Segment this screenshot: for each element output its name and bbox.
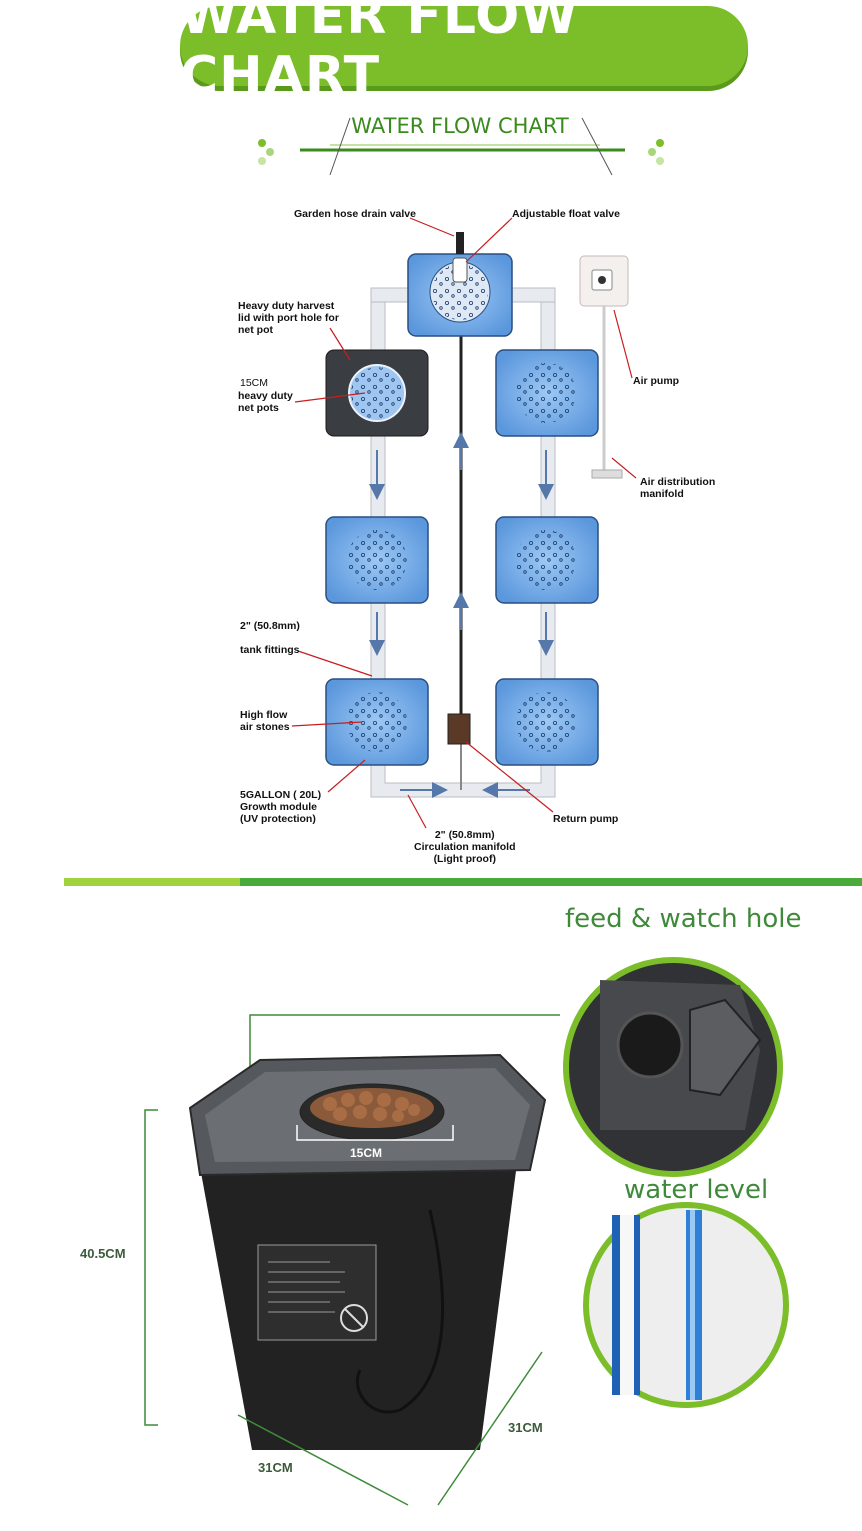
label-float-valve: Adjustable float valve — [512, 208, 620, 220]
label-circulation-manifold: 2" (50.8mm) Circulation manifold (Light … — [414, 829, 516, 865]
width-side-dimension: 31CM — [508, 1420, 543, 1435]
feed-hole-label: feed & watch hole — [565, 904, 802, 934]
label-air-stones: High flow air stones — [240, 709, 290, 733]
label-air-manifold: Air distribution manifold — [640, 476, 716, 500]
label-net-pots-size: 15CM — [240, 377, 269, 389]
height-dimension: 40.5CM — [80, 1246, 126, 1261]
label-air-pump: Air pump — [633, 375, 680, 387]
growth-modules — [325, 349, 599, 766]
label-net-pots: heavy duty net pots — [238, 390, 293, 414]
label-harvest-lid: Heavy duty harvest lid with port hole fo… — [238, 300, 339, 336]
label-fitting-size: 2" (50.8mm) — [240, 620, 300, 632]
label-drain-valve: Garden hose drain valve — [294, 208, 416, 220]
title-banner: WATER FLOW CHART — [180, 0, 748, 106]
feed-hole-detail — [563, 957, 783, 1177]
label-tank-fittings: tank fittings — [240, 644, 300, 656]
water-level-detail — [583, 1202, 789, 1408]
width-front-dimension: 31CM — [258, 1460, 293, 1475]
harvest-lid-module — [325, 349, 429, 437]
pot-diameter-label: 15CM — [350, 1146, 383, 1160]
water-level-label: water level — [624, 1175, 769, 1205]
banner-title: WATER FLOW CHART — [180, 0, 579, 106]
label-growth-module: 5GALLON ( 20L) Growth module (UV protect… — [240, 789, 322, 825]
air-pump — [579, 255, 629, 479]
return-pump — [447, 713, 471, 745]
control-bucket — [407, 232, 513, 337]
section-title: WATER FLOW CHART — [351, 114, 569, 138]
label-return-pump: Return pump — [553, 813, 619, 825]
